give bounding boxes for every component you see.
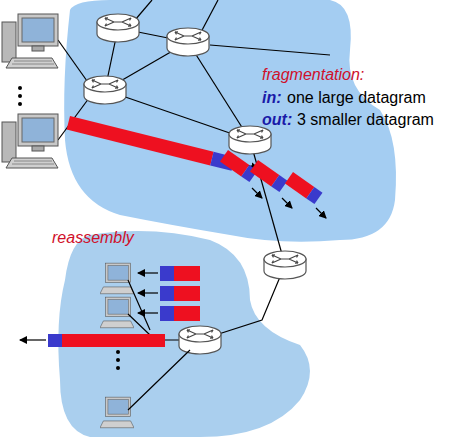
in-description: one large datagram [287, 89, 426, 107]
out-label: out: [262, 111, 292, 129]
out-description: 3 smaller datagram [297, 111, 434, 129]
reassembly-heading: reassembly [52, 229, 134, 247]
in-label: in: [262, 89, 282, 107]
fragmentation-heading: fragmentation: [262, 66, 364, 84]
